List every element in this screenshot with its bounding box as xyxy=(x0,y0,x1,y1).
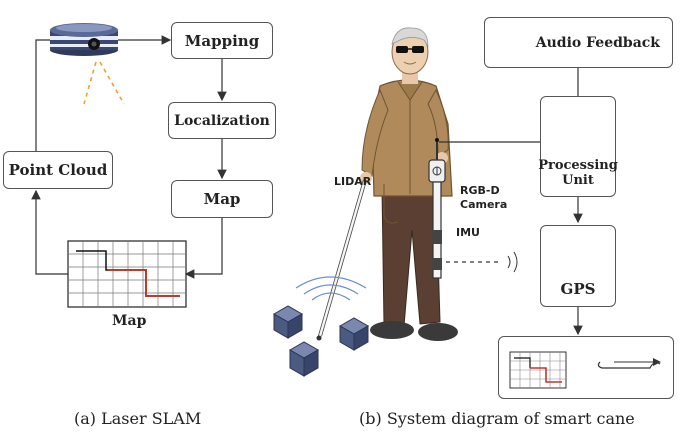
rgbd-label-line1: RGB-D xyxy=(460,184,500,197)
gps-box: GPS xyxy=(540,225,616,307)
white-cane xyxy=(316,179,367,341)
processing-label: Processing xyxy=(538,158,618,173)
cane-path-icon xyxy=(597,358,661,369)
lidar-sensor-icon xyxy=(50,23,125,105)
slam-map-grid xyxy=(67,240,187,308)
imu-signal xyxy=(446,251,518,273)
map-box: Map xyxy=(171,180,273,218)
route-output-box xyxy=(498,336,674,399)
processing-unit-box: Processing Unit xyxy=(538,96,618,197)
mapping-box: Mapping xyxy=(171,22,273,59)
smart-cane xyxy=(383,138,446,279)
obstacle-cubes xyxy=(272,305,370,377)
imu-label: IMU xyxy=(456,226,480,239)
system-flow-arrows xyxy=(439,68,583,336)
localization-box: Localization xyxy=(168,102,276,139)
point-cloud-box: Point Cloud xyxy=(3,151,113,189)
lidar-scan-waves xyxy=(295,276,367,301)
caption-a: (a) Laser SLAM xyxy=(74,409,202,428)
map-label: Map xyxy=(203,190,241,208)
gps-label: GPS xyxy=(560,280,596,298)
rgbd-label-line2: Camera xyxy=(460,198,508,211)
caption-b: (b) System diagram of smart cane xyxy=(359,409,635,428)
mapping-label: Mapping xyxy=(184,31,260,50)
unit-label: Unit xyxy=(562,173,594,188)
slam-flow-arrows xyxy=(31,35,227,279)
person-figure xyxy=(360,27,458,341)
audio-feedback-box: Audio Feedback xyxy=(484,17,673,68)
map-grid-caption: Map xyxy=(112,313,147,329)
point-cloud-label: Point Cloud xyxy=(8,161,108,179)
lidar-label: LIDAR xyxy=(334,175,372,188)
localization-label: Localization xyxy=(174,112,270,129)
route-map-thumbnail xyxy=(509,351,567,389)
audio-feedback-label: Audio Feedback xyxy=(535,34,660,51)
